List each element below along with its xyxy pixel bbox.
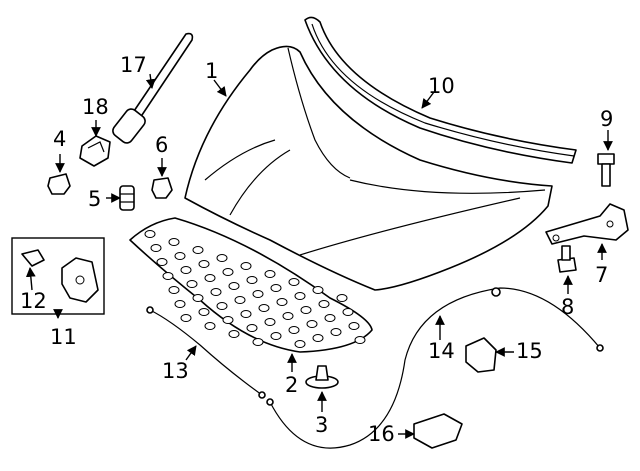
callout-16: 16 bbox=[368, 422, 395, 446]
callout-10: 10 bbox=[428, 74, 455, 98]
release-bracket bbox=[413, 413, 463, 449]
callout-5: 5 bbox=[88, 187, 101, 211]
callout-12: 12 bbox=[20, 289, 47, 313]
prop-rod-clip bbox=[79, 135, 111, 167]
callout-2: 2 bbox=[285, 373, 298, 397]
callout-15: 15 bbox=[516, 339, 543, 363]
bumper-stop-6 bbox=[151, 177, 173, 199]
callout-11: 11 bbox=[50, 325, 77, 349]
hood-insulator bbox=[129, 217, 373, 353]
release-handle bbox=[465, 337, 497, 373]
bolt bbox=[597, 153, 615, 187]
hood-prop-rod bbox=[112, 32, 194, 144]
callout-1: 1 bbox=[205, 59, 218, 83]
bumper-stop-4 bbox=[47, 173, 71, 195]
callout-3: 3 bbox=[315, 413, 328, 437]
hinge-bolt bbox=[557, 245, 577, 273]
callout-6: 6 bbox=[155, 133, 168, 157]
hood-release-cable-14 bbox=[266, 287, 604, 449]
callout-7: 7 bbox=[595, 263, 608, 287]
hood-seal bbox=[304, 16, 577, 164]
grommet-5 bbox=[119, 185, 135, 211]
callout-8: 8 bbox=[561, 295, 574, 319]
callout-13: 13 bbox=[162, 359, 189, 383]
hood-panel bbox=[184, 45, 553, 291]
hood-hinge bbox=[545, 203, 629, 245]
callout-4: 4 bbox=[53, 127, 66, 151]
push-clip bbox=[305, 365, 339, 389]
callout-17: 17 bbox=[120, 53, 147, 77]
callout-9: 9 bbox=[600, 107, 613, 131]
hood-release-cable-13 bbox=[146, 306, 266, 399]
callout-14: 14 bbox=[428, 339, 455, 363]
callout-18: 18 bbox=[82, 95, 109, 119]
